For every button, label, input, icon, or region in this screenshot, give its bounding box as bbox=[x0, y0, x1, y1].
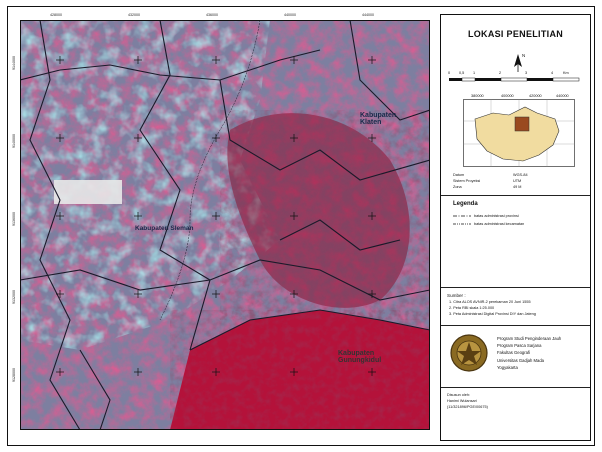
left-tick-2: 9140000 bbox=[12, 134, 16, 148]
top-tick-2: 432000 bbox=[128, 13, 140, 17]
datum-value: WGS-84 bbox=[513, 173, 528, 177]
author-label: Disusun oleh: bbox=[447, 393, 471, 397]
hill-texture bbox=[220, 110, 430, 320]
system-value: UTM bbox=[513, 179, 522, 183]
left-tick-1: 9144000 bbox=[12, 56, 16, 70]
legend-item: batas administrasi kecamatan bbox=[474, 222, 525, 226]
scale-unit: Km bbox=[563, 71, 569, 75]
sources-title: Sumber : bbox=[447, 293, 466, 298]
author-id: (11/321896/PGE/00675) bbox=[447, 405, 488, 409]
label-sleman: Kabupaten Sleman bbox=[135, 225, 194, 232]
institution-block: Program Studi Penginderaan Jauh Program … bbox=[497, 336, 562, 370]
zone-value: 49 M bbox=[513, 185, 522, 189]
source-item: 3. Peta Administrasi Digital Provinsi DI… bbox=[449, 312, 536, 316]
top-tick-3: 436000 bbox=[206, 13, 218, 17]
scale-tick: 0 bbox=[448, 71, 451, 75]
bright-field bbox=[54, 180, 122, 204]
legend-line-kecamatan bbox=[453, 223, 471, 225]
map-info-panel: LOKASI PENELITIAN N 0 0,5 1 2 3 4 Km 380… bbox=[440, 14, 591, 441]
datum-label: Datum bbox=[453, 173, 465, 177]
divider bbox=[441, 325, 590, 326]
plateau-texture bbox=[170, 310, 430, 430]
left-tick-5: 9128000 bbox=[12, 368, 16, 382]
north-arrow-icon bbox=[514, 54, 522, 72]
divider bbox=[441, 287, 590, 288]
source-item: 2. Peta RBI skala 1:25.000 bbox=[449, 306, 495, 310]
grid-crosses bbox=[56, 56, 376, 376]
top-tick-1: 428000 bbox=[50, 13, 62, 17]
university-logo-icon bbox=[450, 334, 488, 372]
admin-boundaries bbox=[20, 20, 430, 430]
author-name: Hanimi Wulansari bbox=[447, 399, 477, 403]
divider bbox=[441, 195, 590, 196]
source-item: 1. Citra ALOS AVNIR-2 perekaman 20 Juni … bbox=[449, 300, 531, 304]
legend-item: batas administrasi provinsi bbox=[474, 214, 519, 218]
inset-tick: 380000 bbox=[471, 94, 484, 98]
divider bbox=[441, 387, 590, 388]
map-neatline bbox=[20, 20, 430, 430]
top-tick-4: 440000 bbox=[284, 13, 296, 17]
legend-line-provinsi bbox=[453, 215, 471, 217]
scale-tick: 4 bbox=[551, 71, 554, 75]
map-title: LOKASI PENELITIAN bbox=[467, 29, 564, 39]
urban-layer bbox=[20, 20, 280, 350]
inset-tick: 400000 bbox=[501, 94, 514, 98]
zone-label: Zona bbox=[453, 185, 462, 189]
scale-tick: 3 bbox=[525, 71, 528, 75]
river bbox=[159, 20, 261, 321]
inset-tick: 440000 bbox=[556, 94, 569, 98]
left-tick-3: 9136000 bbox=[12, 212, 16, 226]
top-tick-5: 444000 bbox=[362, 13, 374, 17]
inset-tick: 420000 bbox=[529, 94, 542, 98]
map-layout-frame bbox=[7, 6, 595, 446]
scale-tick: 0,5 bbox=[459, 71, 465, 75]
legend-title: Legenda bbox=[453, 201, 478, 207]
system-label: Sistem Proyeksi bbox=[453, 179, 481, 183]
scale-tick: 1 bbox=[473, 71, 476, 75]
scale-tick: 2 bbox=[499, 71, 502, 75]
satellite-image[interactable] bbox=[20, 20, 430, 430]
north-label: N bbox=[522, 53, 526, 58]
left-tick-4: 9132000 bbox=[12, 290, 16, 304]
